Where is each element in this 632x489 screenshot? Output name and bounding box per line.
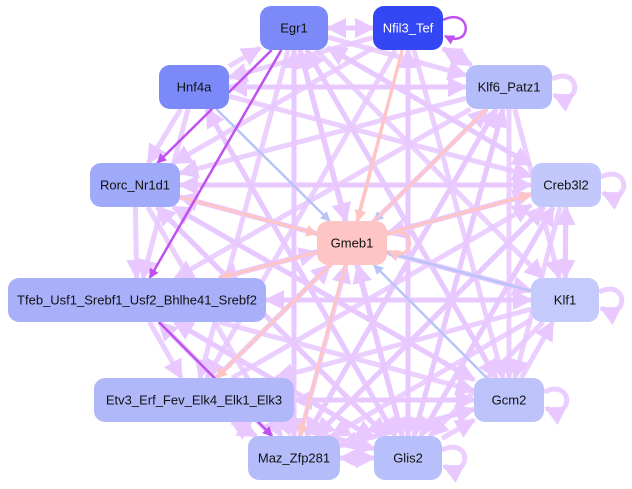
edge-Glis2-to-Etv3_Erf_Fev_Elk4_Elk1_Elk3 bbox=[273, 417, 375, 452]
node-label: Maz_Zfp281 bbox=[258, 451, 330, 466]
node-label: Egr1 bbox=[280, 21, 307, 36]
node-label: Tfeb_Usf1_Srebf1_Usf2_Bhlhe41_Srebf2 bbox=[17, 293, 257, 308]
edge-Gcm2-to-Rorc_Nr1d1 bbox=[171, 204, 476, 383]
node-klf6-patz1[interactable]: Klf6_Patz1 bbox=[466, 65, 552, 109]
edge-Rorc_Nr1d1-to-Tfeb_Usf1_Srebf1_Usf2_Bhlhe41_Srebf2 bbox=[126, 206, 147, 280]
edge-Glis2-to-Creb3l2 bbox=[418, 205, 556, 438]
node-box[interactable] bbox=[531, 278, 599, 322]
edge-Hnf4a-to-Rorc_Nr1d1 bbox=[146, 107, 183, 165]
edge-Creb3l2-to-Egr1 bbox=[326, 45, 533, 167]
node-glis2[interactable]: Glis2 bbox=[374, 436, 442, 480]
node-label: Rorc_Nr1d1 bbox=[100, 178, 170, 193]
node-box[interactable] bbox=[466, 65, 552, 109]
edge-Rorc_Nr1d1-to-Gmeb1 bbox=[179, 195, 319, 237]
node-label: Gcm2 bbox=[492, 393, 527, 408]
node-klf1[interactable]: Klf1 bbox=[531, 278, 599, 322]
node-hnf4a[interactable]: Hnf4a bbox=[159, 65, 229, 109]
node-nfil3-tef[interactable]: Nfil3_Tef bbox=[373, 6, 443, 50]
node-rorc-nr1d1[interactable]: Rorc_Nr1d1 bbox=[90, 163, 180, 207]
node-box[interactable] bbox=[317, 221, 387, 265]
node-label: Nfil3_Tef bbox=[383, 21, 434, 36]
node-box[interactable] bbox=[159, 65, 229, 109]
node-label: Hnf4a bbox=[177, 80, 212, 95]
edge-Hnf4a-to-Gmeb1 bbox=[215, 108, 331, 222]
edge-Hnf4a-to-Egr1 bbox=[227, 45, 262, 69]
edge-Nfil3_Tef-to-Etv3_Erf_Fev_Elk4_Elk1_Elk3 bbox=[204, 48, 398, 380]
node-label: Klf1 bbox=[554, 293, 576, 308]
node-box[interactable] bbox=[94, 378, 294, 422]
edge-Egr1-to-Gmeb1 bbox=[297, 49, 352, 223]
edge-Klf6_Patz1-to-Klf6_Patz1 bbox=[550, 73, 578, 112]
edge-Gcm2-to-Gmeb1 bbox=[373, 264, 488, 379]
node-label: Gmeb1 bbox=[331, 236, 374, 251]
edge-Creb3l2-to-Creb3l2 bbox=[599, 171, 627, 210]
node-label: Klf6_Patz1 bbox=[478, 80, 541, 95]
edge-Egr1-to-Tfeb_Usf1_Srebf1_Usf2_Bhlhe41_Srebf2 bbox=[148, 49, 283, 279]
edge-Glis2-to-Hnf4a bbox=[204, 107, 398, 438]
edge-Etv3_Erf_Fev_Elk4_Elk1_Elk3-to-Creb3l2 bbox=[230, 203, 533, 381]
node-box[interactable] bbox=[248, 436, 340, 480]
node-gmeb1[interactable]: Gmeb1 bbox=[317, 221, 387, 265]
node-box[interactable] bbox=[260, 6, 328, 50]
edge-Gmeb1-to-Tfeb_Usf1_Srebf1_Usf2_Bhlhe41_Srebf2 bbox=[218, 250, 318, 282]
edge-Klf1-to-Creb3l2 bbox=[555, 205, 576, 279]
node-box[interactable] bbox=[474, 378, 544, 422]
edge-Klf6_Patz1-to-Tfeb_Usf1_Srebf1_Usf2_Bhlhe41_Srebf2 bbox=[173, 106, 472, 281]
edge-Nfil3_Tef-to-Nfil3_Tef bbox=[442, 16, 467, 45]
node-box[interactable] bbox=[90, 163, 180, 207]
node-box[interactable] bbox=[373, 6, 443, 50]
edge-Gcm2-to-Egr1 bbox=[304, 48, 499, 380]
node-creb3l2[interactable]: Creb3l2 bbox=[531, 163, 601, 207]
node-box[interactable] bbox=[531, 163, 601, 207]
edge-Klf1-to-Klf1 bbox=[597, 286, 625, 325]
edge-Maz_Zfp281-to-Klf6_Patz1 bbox=[304, 107, 499, 438]
node-egr1[interactable]: Egr1 bbox=[260, 6, 328, 50]
node-label: Etv3_Erf_Fev_Elk4_Elk1_Elk3 bbox=[106, 393, 282, 408]
edge-Glis2-to-Gmeb1 bbox=[352, 263, 405, 437]
edge-Klf6_Patz1-to-Nfil3_Tef bbox=[441, 46, 473, 68]
edge-Gmeb1-to-Creb3l2 bbox=[386, 191, 533, 235]
edge-Gcm2-to-Gcm2 bbox=[542, 386, 570, 425]
node-gcm2[interactable]: Gcm2 bbox=[474, 378, 544, 422]
edge-Tfeb_Usf1_Srebf1_Usf2_Bhlhe41_Srebf2-to-Etv3_Erf_Fev_Elk4_Elk1_Elk3 bbox=[147, 320, 184, 380]
edge-Klf1-to-Gmeb1 bbox=[386, 249, 532, 293]
edge-Glis2-to-Gcm2 bbox=[440, 417, 476, 441]
node-etv3-erf-fev-elk4-elk1-elk3[interactable]: Etv3_Erf_Fev_Elk4_Elk1_Elk3 bbox=[94, 378, 294, 422]
node-tfeb-usf1-srebf1-usf2-bhlhe41-srebf2[interactable]: Tfeb_Usf1_Srebf1_Usf2_Bhlhe41_Srebf2 bbox=[8, 278, 266, 322]
node-box[interactable] bbox=[374, 436, 442, 480]
node-box[interactable] bbox=[8, 278, 266, 322]
edge-Glis2-to-Glis2 bbox=[440, 444, 468, 483]
edge-Gmeb1-to-Gmeb1 bbox=[386, 230, 412, 262]
node-maz-zfp281[interactable]: Maz_Zfp281 bbox=[248, 436, 340, 480]
node-label: Creb3l2 bbox=[543, 178, 589, 193]
node-label: Glis2 bbox=[393, 451, 423, 466]
edge-Maz_Zfp281-to-Etv3_Erf_Fev_Elk4_Elk1_Elk3 bbox=[230, 419, 258, 440]
